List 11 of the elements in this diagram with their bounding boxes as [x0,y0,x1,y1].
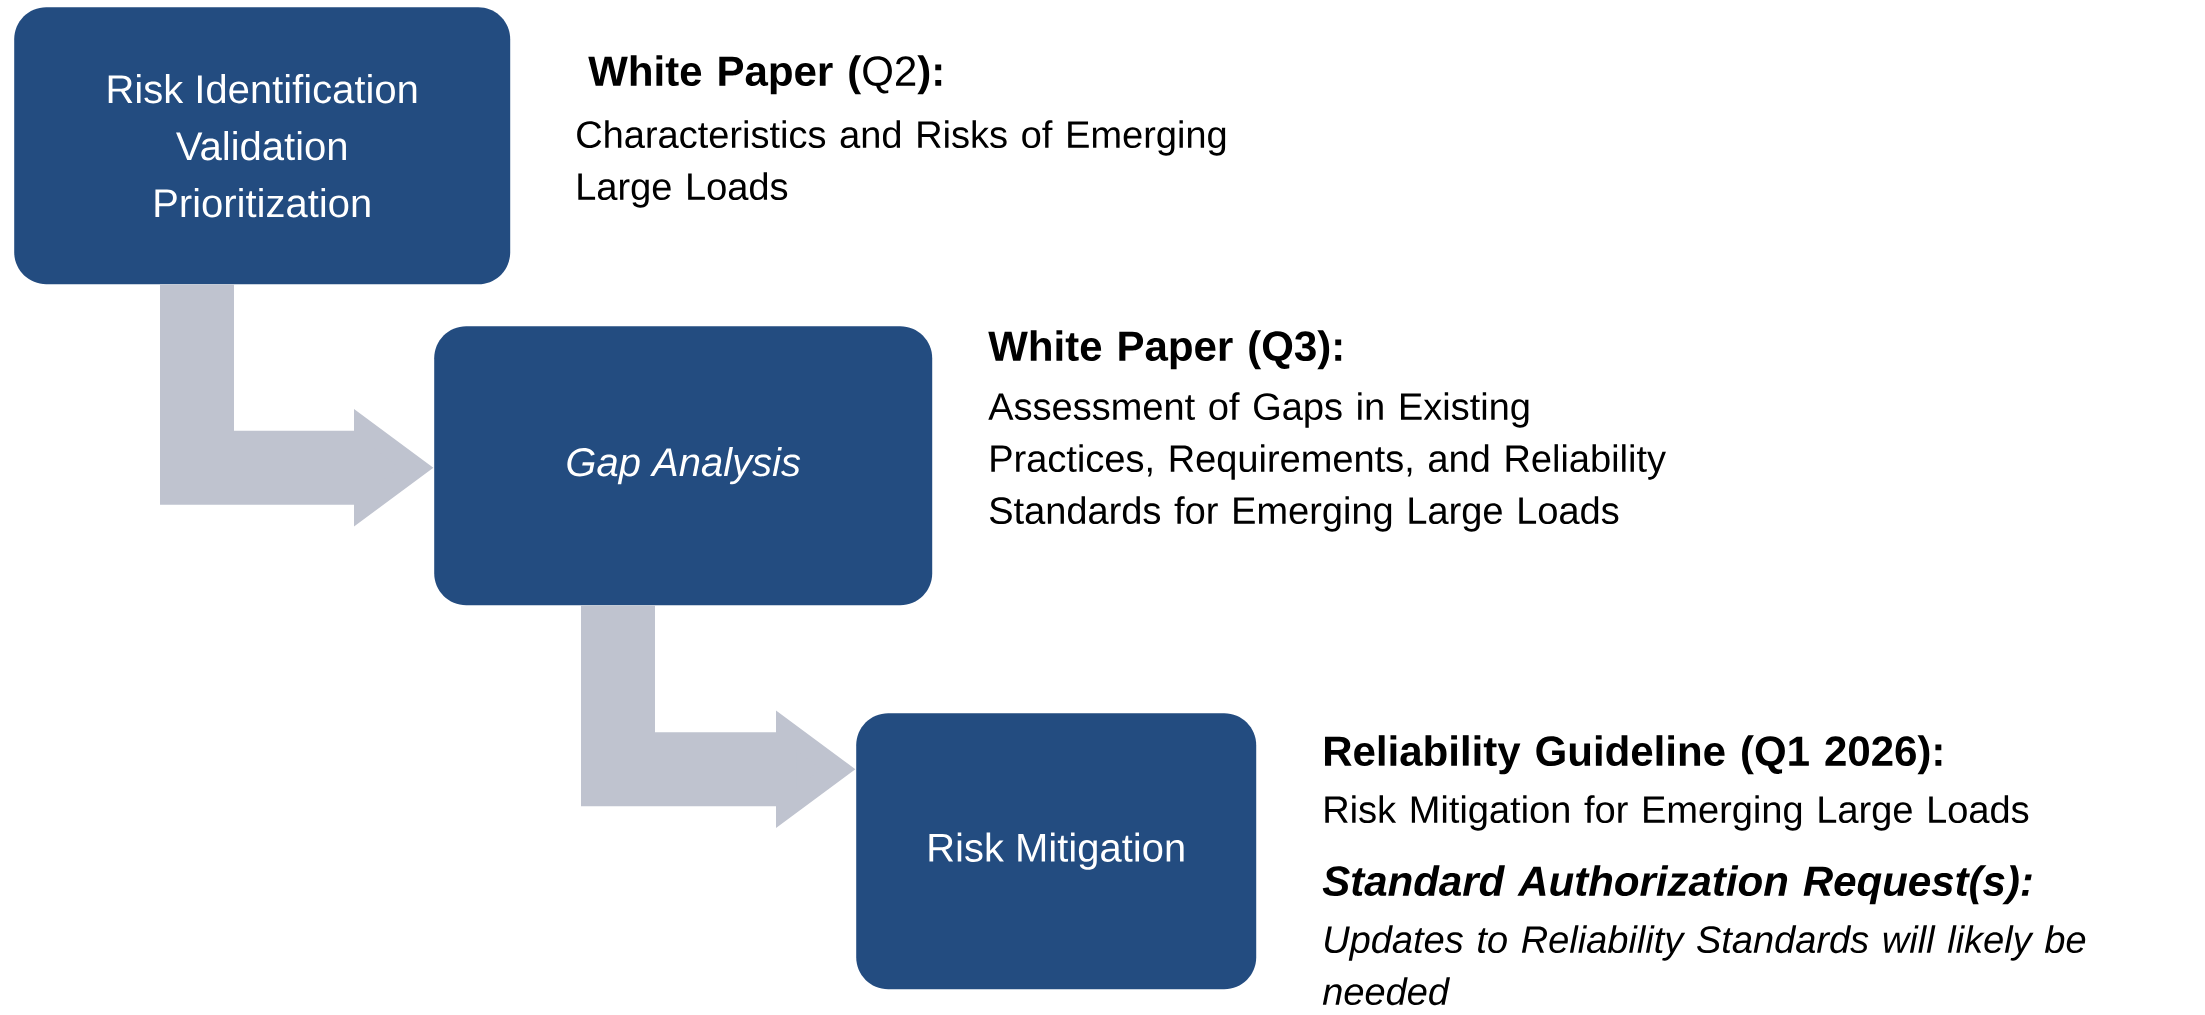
process-box: Risk Mitigation [856,713,1257,990]
description-text: Characteristics and Risks of Emerging Large Loads [577,120,1226,208]
description-text: Risk Mitigation for Emerging Large Loads [1325,795,2029,831]
heading-text: Reliability Guideline (Q1 2026): [1325,735,1942,775]
heading-text: White Paper (Q2): [588,55,942,95]
description-text: Assessment of Gaps in Existing Practices, Requirements, and Reliability Standards for Emerging Large Loads [988,392,1666,532]
process-box: Risk Identification Validation Prioritization [14,7,511,285]
heading-text: Standard Authorization Request(s): [1322,865,2032,905]
process-box: Gap Analysis [434,326,933,606]
heading-text: White Paper (Q3): [988,330,1342,370]
description-text: Updates to Reliability Standards will likely be needed [1322,925,2086,1006]
